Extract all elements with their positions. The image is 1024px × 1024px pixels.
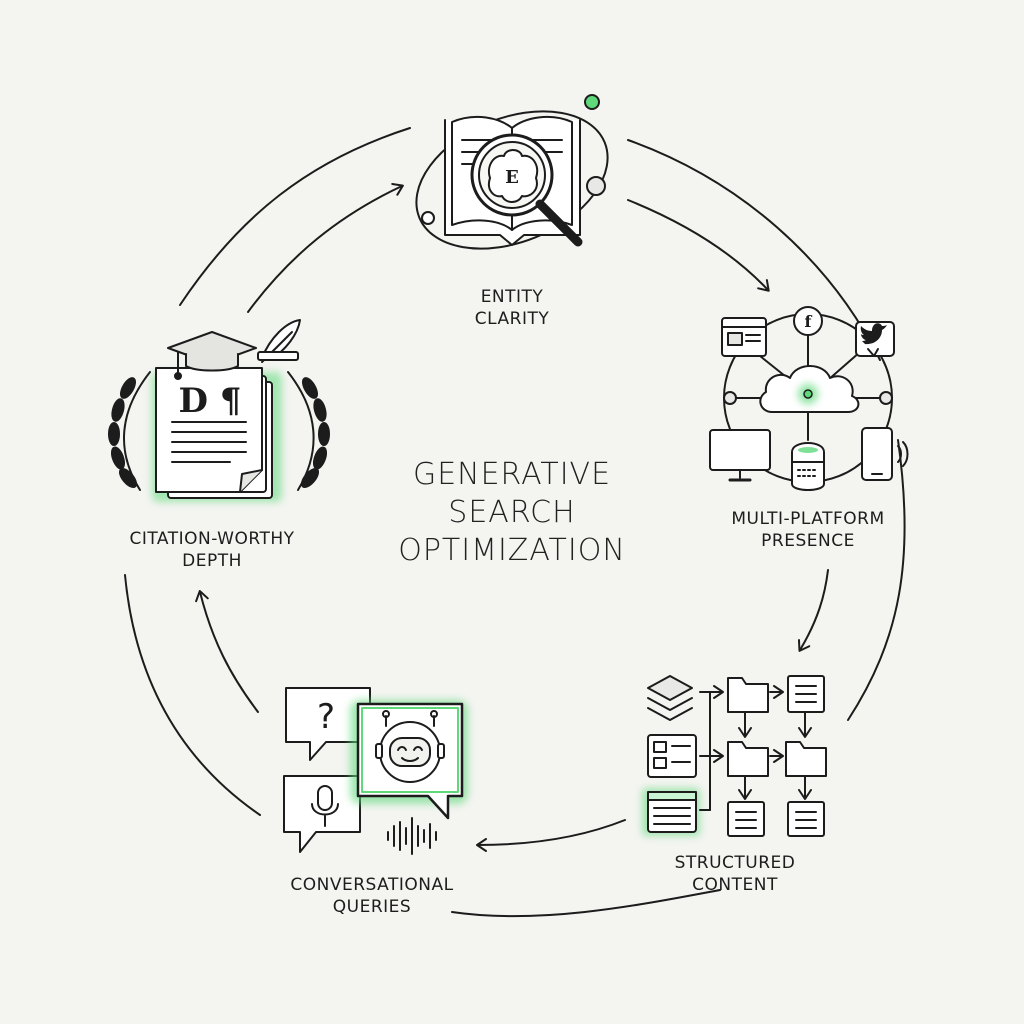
arrow-entity-to-platform (627, 199, 770, 292)
laurel-left (108, 371, 151, 491)
diagram-title: GENERATIVE SEARCH OPTIMIZATION (362, 456, 662, 570)
entity-badge: E (505, 167, 519, 188)
inner-arrows (195, 182, 829, 852)
arrow-structured-to-conversational (476, 819, 626, 852)
node-label-structured-content: STRUCTURED CONTENT (640, 852, 830, 896)
structured-label-line2: CONTENT (692, 875, 778, 895)
node-label-entity-clarity: ENTITY CLARITY (432, 286, 592, 330)
facebook-icon: f (805, 312, 813, 331)
conversational-label-line1: CONVERSATIONAL (290, 875, 454, 895)
entity-label-line1: ENTITY (480, 287, 544, 307)
node-label-conversational-queries: CONVERSATIONAL QUERIES (252, 874, 492, 918)
accent-dot (584, 94, 600, 110)
question-mark-badge: ? (317, 697, 335, 737)
structured-label-line1: STRUCTURED (674, 853, 796, 873)
title-line1: GENERATIVE (412, 457, 612, 492)
platform-label-line2: PRESENCE (761, 531, 855, 551)
outer-arc-bottom (451, 889, 721, 918)
conversational-label-line2: QUERIES (332, 897, 412, 917)
citation-label-line1: CITATION-WORTHY (129, 529, 295, 549)
arrow-citation-to-entity (247, 182, 404, 313)
outer-arc-right (847, 439, 906, 721)
title-line2: SEARCH (448, 495, 576, 530)
title-line3: OPTIMIZATION (398, 533, 626, 568)
cloud-network-devices-icon (709, 306, 909, 491)
laurel-right (287, 371, 330, 491)
arrow-conversational-to-citation (195, 590, 259, 713)
structured-files-icon (642, 675, 827, 837)
document-laurel-icon (108, 319, 330, 502)
citation-label-line2: DEPTH (182, 551, 242, 571)
outer-arc-left (124, 574, 261, 816)
node-label-citation-worthy: CITATION-WORTHY DEPTH (96, 528, 328, 572)
sound-wave-icon (387, 817, 437, 855)
outer-arc-top-left (179, 127, 411, 306)
entity-label-line2: CLARITY (474, 309, 550, 329)
arrow-platform-to-structured (797, 569, 829, 652)
chat-robot-icon (283, 687, 468, 855)
document-glyph: D ¶ (179, 381, 242, 421)
platform-label-line1: MULTI-PLATFORM (731, 509, 885, 529)
book-magnifier-brain-icon (415, 94, 609, 250)
node-label-multi-platform: MULTI-PLATFORM PRESENCE (700, 508, 916, 552)
